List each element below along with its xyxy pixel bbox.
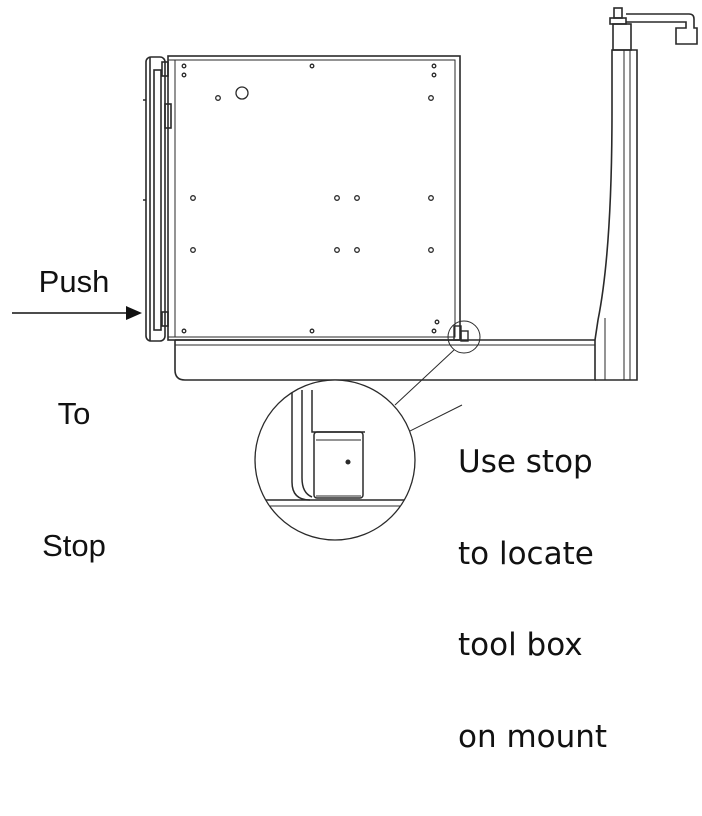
mount-arm (594, 49, 638, 381)
callout-line-2: to locate (458, 535, 594, 572)
callout-line-3: tool box (458, 627, 583, 663)
detail-zoom-circle (254, 379, 416, 541)
mount-base (174, 339, 596, 381)
toolbox-panel (161, 55, 461, 341)
stop-block (447, 320, 481, 354)
callout-line-1: Use stop (458, 444, 593, 480)
diagram-canvas: Push To Stop Use stop to locate tool box… (12, 7, 698, 752)
push-line-3: Stop (42, 528, 106, 563)
toolbox-mount-drawing (12, 7, 698, 541)
push-line-1: Push (38, 264, 110, 299)
push-to-stop-label: Push To Stop (18, 172, 130, 656)
push-line-2: To (57, 396, 91, 431)
stop-callout-label: Use stop to locate tool box on mount (458, 386, 607, 813)
mount-top-bracket (609, 7, 698, 51)
push-arrow (12, 306, 142, 320)
toolbox-front-door (143, 56, 172, 342)
panel-holes (181, 63, 440, 334)
callout-line-4: on mount (458, 718, 608, 755)
